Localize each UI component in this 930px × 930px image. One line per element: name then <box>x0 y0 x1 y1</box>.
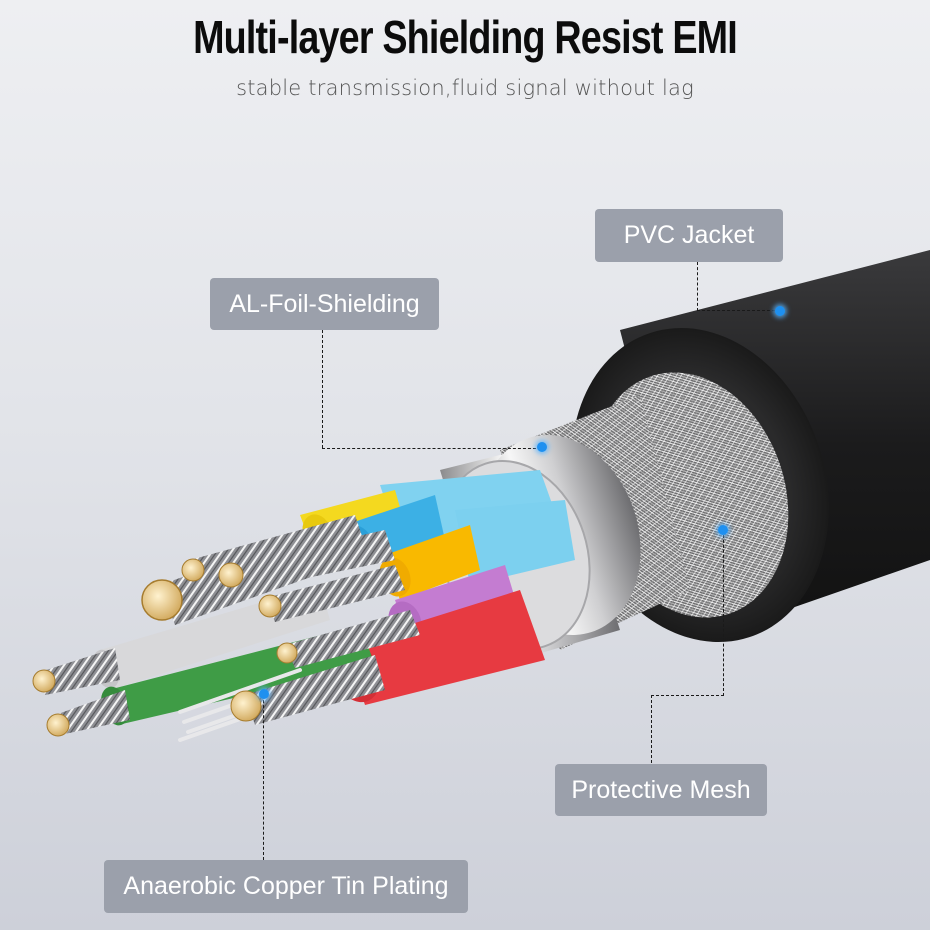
copper-tin-conductor-ends <box>32 558 298 737</box>
callout-anaerobic-copper-tin-plating: Anaerobic Copper Tin Plating <box>104 860 468 913</box>
callout-al-foil-shielding: AL-Foil-Shielding <box>210 278 439 330</box>
callout-protective-mesh: Protective Mesh <box>555 764 767 816</box>
mesh-leader-v1 <box>723 530 724 696</box>
wire-red <box>345 590 545 705</box>
stranded-conductors <box>40 515 420 735</box>
mesh-leader-h <box>651 695 724 696</box>
foil-leader-h <box>322 448 541 449</box>
mesh-leader-v2 <box>651 695 652 763</box>
page-subtitle: stable transmission,fluid signal without… <box>236 76 694 100</box>
mesh-marker-dot <box>718 525 728 535</box>
pvc-jacket-marker-dot <box>775 306 785 316</box>
pvc-jacket-leader-v <box>697 262 698 311</box>
foil-marker-dot <box>537 442 547 452</box>
copper-leader-v <box>263 695 264 860</box>
copper-marker-dot <box>259 689 269 699</box>
foil-leader-v <box>322 330 323 448</box>
page-title: Multi-layer Shielding Resist EMI <box>193 11 738 63</box>
pvc-jacket-leader-h <box>697 310 780 311</box>
callout-pvc-jacket: PVC Jacket <box>595 209 783 262</box>
